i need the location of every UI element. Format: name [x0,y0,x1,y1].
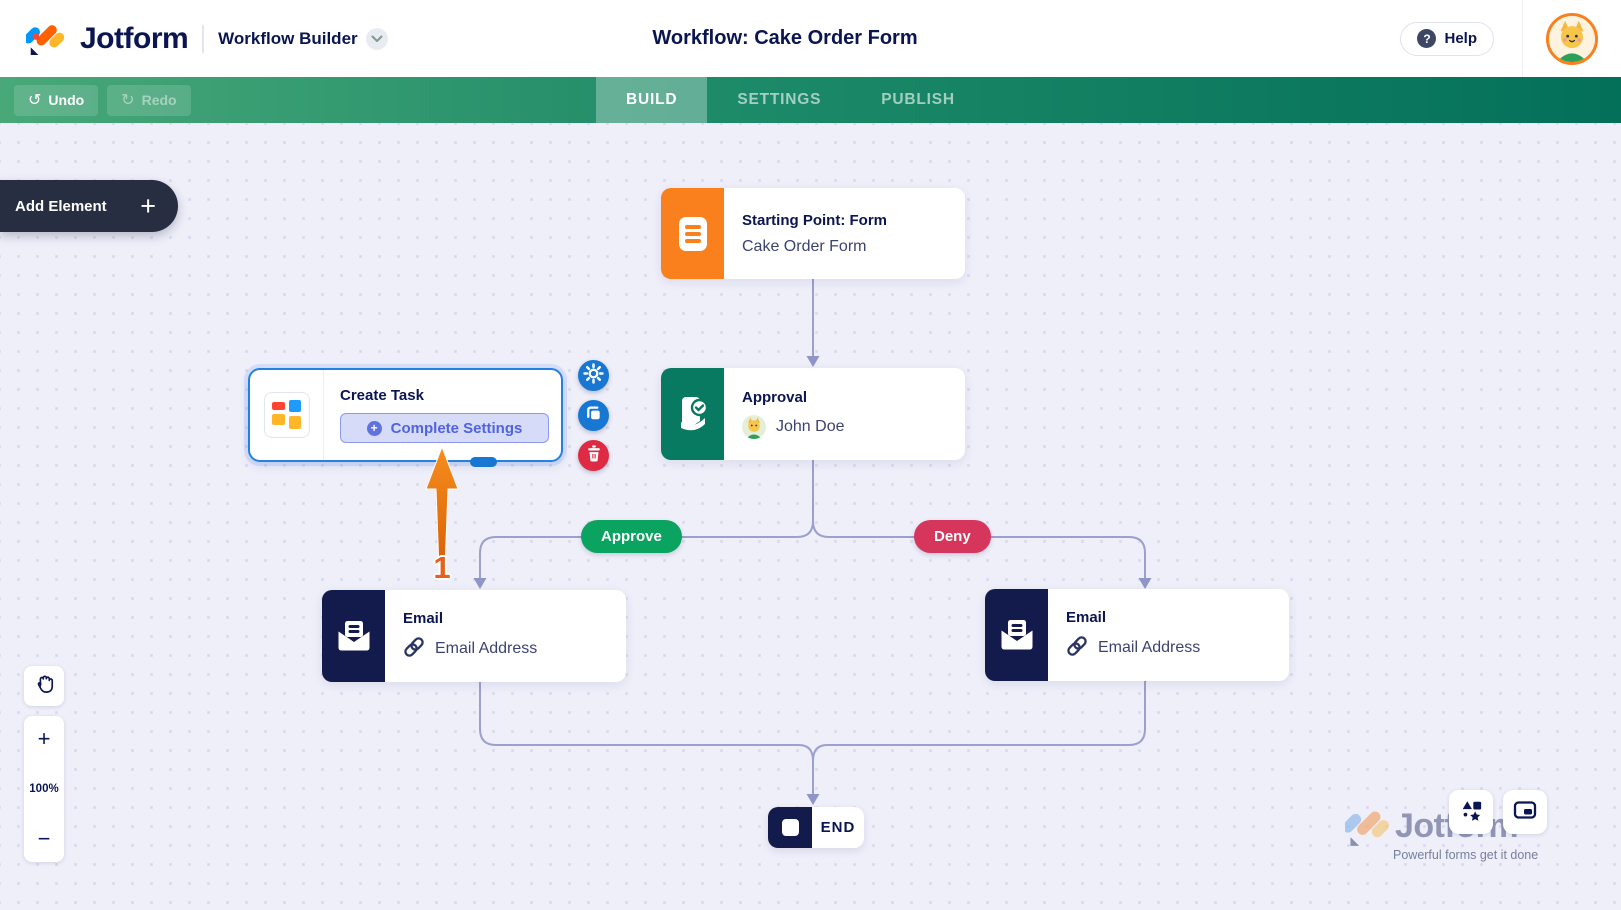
user-avatar[interactable] [1546,12,1598,65]
brand-separator [202,24,205,53]
form-icon [661,188,724,279]
brand-name[interactable]: Jotform [80,21,189,55]
chevron-down-icon[interactable] [365,27,388,50]
node-email-deny[interactable]: Email Email Address [985,589,1289,681]
link-icon [403,636,425,663]
page-title: Workflow: Cake Order Form [652,27,918,49]
undo-icon: ↺ [28,92,42,109]
help-label: Help [1444,30,1477,47]
node-subtitle: Cake Order Form [742,237,867,255]
node-settings-button[interactable] [578,360,609,391]
hand-icon [33,672,56,700]
end-label: END [820,819,856,836]
tab-build[interactable]: BUILD [596,77,708,123]
help-button[interactable]: ? Help [1400,21,1494,56]
jotform-logo-icon[interactable] [23,16,66,61]
node-approval[interactable]: Approval John Doe [661,368,965,460]
undo-button[interactable]: ↺ Undo [14,84,99,116]
plus-icon: + [140,190,156,221]
assignee-name: John Doe [776,418,845,435]
email-icon [322,590,385,682]
header-divider [1522,0,1523,77]
node-end[interactable]: END [768,807,864,848]
zoom-out-button[interactable]: − [37,826,51,851]
pip-icon [1512,797,1538,828]
product-switcher[interactable]: Workflow Builder [218,27,388,50]
node-title: Email [1066,608,1107,626]
deny-branch-badge[interactable]: Deny [914,520,991,553]
annotation-arrow-icon [425,446,459,569]
node-title: Email [403,609,444,627]
node-create-task[interactable]: Create Task + Complete Settings [248,368,563,462]
question-mark-icon: ? [1417,29,1437,48]
email-link-label[interactable]: Email Address [435,640,538,657]
zoom-level: 100% [29,783,59,795]
plus-circle-icon: + [366,420,382,436]
elements-shapes-button[interactable] [1449,790,1493,834]
node-title: Create Task [340,387,424,404]
delete-button[interactable] [578,440,609,471]
node-starting-point[interactable]: Starting Point: Form Cake Order Form [661,188,965,279]
corner-buttons [1449,790,1547,834]
duplicate-button[interactable] [578,400,609,431]
redo-icon: ↻ [121,92,135,109]
workflow-canvas[interactable]: Add Element + Starting Point: Form Cake … [0,123,1621,910]
add-element-label: Add Element [15,197,107,215]
task-board-icon [250,370,324,460]
copy-icon [584,404,603,428]
zoom-in-button[interactable]: + [37,726,51,751]
watermark-tagline: Powerful forms get it done [1393,848,1539,862]
complete-settings-label: Complete Settings [390,419,523,437]
email-icon [985,589,1048,681]
tab-settings[interactable]: SETTINGS [737,91,822,108]
approve-branch-badge[interactable]: Approve [581,520,682,553]
zoom-panel: + 100% − [24,716,64,862]
annotation-step-number: 1 [433,550,451,585]
add-element-button[interactable]: Add Element + [0,180,178,232]
node-email-approve[interactable]: Email Email Address [322,590,626,682]
node-title: Approval [742,389,808,406]
assignee-avatar [742,415,766,439]
jotform-watermark-logo-icon [1342,801,1391,852]
email-link-label[interactable]: Email Address [1098,639,1201,656]
gear-icon [583,362,604,389]
connection-handle[interactable] [470,457,497,467]
build-toolbar: ↺ Undo ↻ Redo BUILD SETTINGS PUBLISH [0,77,1621,123]
approval-icon [661,368,724,460]
app-header: Jotform Workflow Builder Workflow: Cake … [0,0,1621,77]
complete-settings-button[interactable]: + Complete Settings [340,413,549,443]
link-icon [1066,635,1088,662]
node-actions [578,360,609,471]
trash-icon [585,444,603,468]
node-title: Starting Point: Form [742,211,887,229]
undo-label: Undo [48,92,85,108]
pan-tool-button[interactable] [24,666,64,706]
product-name: Workflow Builder [218,28,358,48]
main-tabs: BUILD SETTINGS PUBLISH [596,77,985,123]
picture-in-picture-button[interactable] [1503,790,1547,834]
end-icon [768,807,812,848]
shapes-icon [1459,798,1483,827]
redo-button[interactable]: ↻ Redo [107,84,191,116]
redo-label: Redo [141,92,177,108]
tab-publish[interactable]: PUBLISH [881,91,955,108]
